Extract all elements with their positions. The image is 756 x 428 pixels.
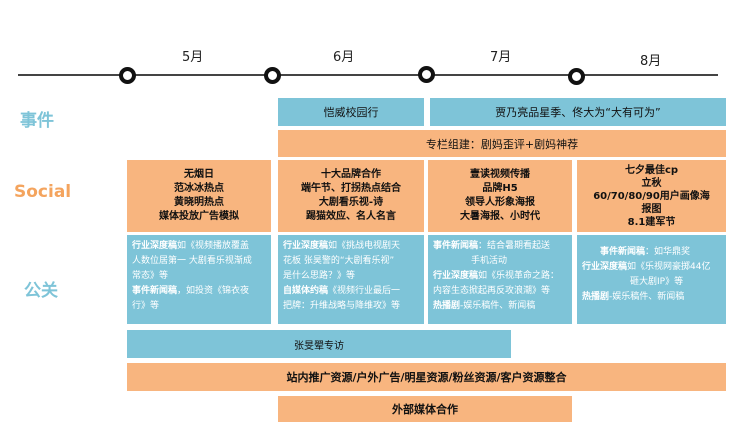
month-label-june: 6月 xyxy=(333,50,355,65)
month-label-august: 8月 xyxy=(640,54,662,69)
event-bar-column: 专栏组建：剧妈歪评+剧妈神荐 xyxy=(278,130,726,157)
pr-box-august: 事件新闻稿：如华鼎奖 行业深度稿如《乐视网豪掷44亿 砸大剧IP》等 热播剧-娱… xyxy=(577,235,726,324)
pr-box-june: 行业深度稿如《挑战电视剧天 花板 张昊警的“大剧看乐视” 是什么思路？》等 自媒… xyxy=(278,235,424,324)
bar-label: 张旻翚专访 xyxy=(294,340,344,352)
social-line: 大剧看乐视-诗 xyxy=(318,197,384,208)
timeline-marker xyxy=(418,66,435,83)
timeline-marker xyxy=(568,68,585,85)
pr-box-may: 行业深度稿如《视频播放覆盖 人数位居第一 大剧看乐视渐成 常态》等 事件新闻稿，… xyxy=(127,235,271,324)
pr-line: 热播剧-娱乐稿件、新闻稿 xyxy=(582,292,685,302)
social-box-may: 无烟日 范冰冰热点 黄晓明热点 媒体投放广告模拟 xyxy=(127,160,271,232)
social-line: 踢猫效应、名人名言 xyxy=(306,211,396,222)
social-line: 壹读视频传播 xyxy=(470,169,530,180)
timeline-axis xyxy=(18,74,718,76)
pr-line: 行业深度稿如《挑战电视剧天 xyxy=(283,241,401,251)
pr-line: 花板 张昊警的“大剧看乐视” xyxy=(283,256,395,266)
pr-line: 内容生态掀起再反攻浪潮》等 xyxy=(433,286,551,296)
social-line: 报图 xyxy=(641,203,662,215)
pr-line: 热播剧-娱乐稿件、新闻稿 xyxy=(433,301,536,311)
pr-line: 人数位居第一 大剧看乐视渐成 xyxy=(132,256,252,266)
event-bar-label: 专栏组建：剧妈歪评+剧妈神荐 xyxy=(425,137,579,151)
social-box-june: 十大品牌合作 端午节、打拐热点结合 大剧看乐视-诗 踢猫效应、名人名言 xyxy=(278,160,424,232)
social-line: 端午节、打拐热点结合 xyxy=(301,183,401,194)
bar-external-media: 外部媒体合作 xyxy=(278,396,572,422)
social-line: 品牌H5 xyxy=(482,183,518,194)
event-bar-celebrity: 贾乃亮品星季、佟大为“大有可为” xyxy=(430,98,726,126)
social-line: 领导人形象海报 xyxy=(465,197,535,208)
social-line: 大暑海报、小时代 xyxy=(460,211,540,222)
pr-line: 是什么思路？》等 xyxy=(283,271,356,281)
social-box-august: 七夕最佳cp 立秋 60/70/80/90用户画像海 报图 8.1建军节 xyxy=(577,160,726,232)
social-line: 无烟日 xyxy=(184,169,214,180)
event-bar-label: 贾乃亮品星季、佟大为“大有可为” xyxy=(495,106,661,119)
timeline-marker xyxy=(119,67,136,84)
row-label-pr: 公关 xyxy=(24,281,58,301)
pr-line: 行业深度稿如《乐视革命之路： xyxy=(433,271,560,281)
row-label-events: 事件 xyxy=(20,111,54,131)
social-line: 8.1建军节 xyxy=(627,216,676,228)
bar-interview: 张旻翚专访 xyxy=(127,330,511,358)
pr-line: 常态》等 xyxy=(132,271,169,281)
month-label-may: 5月 xyxy=(182,50,204,65)
social-line: 媒体投放广告模拟 xyxy=(159,211,239,222)
event-bar-label: 恺威校园行 xyxy=(323,106,379,119)
pr-line: 自媒体约稿《视频行业最后一 xyxy=(283,286,401,296)
pr-line: 行业深度稿如《乐视网豪掷44亿 xyxy=(582,262,711,272)
pr-line: 事件新闻稿，如投资《锦衣夜 xyxy=(132,286,250,296)
timeline-marker xyxy=(264,67,281,84)
month-label-july: 7月 xyxy=(490,50,512,65)
pr-line: 事件新闻稿：结合暑期看起送 xyxy=(433,241,551,251)
pr-line: 行业深度稿如《视频播放覆盖 xyxy=(132,241,250,251)
event-bar-campus-tour: 恺威校园行 xyxy=(278,98,424,126)
pr-line: 砸大剧IP》等 xyxy=(630,277,684,287)
social-line: 60/70/80/90用户画像海 xyxy=(593,190,710,202)
social-line: 范冰冰热点 xyxy=(174,183,224,194)
pr-line: 把牌：升维战略与降维攻》等 xyxy=(283,301,401,311)
social-line: 七夕最佳cp xyxy=(624,164,679,176)
social-line: 十大品牌合作 xyxy=(321,169,381,180)
social-box-july: 壹读视频传播 品牌H5 领导人形象海报 大暑海报、小时代 xyxy=(428,160,572,232)
pr-line: 手机活动 xyxy=(471,256,508,266)
bar-resource-integration: 站内推广资源/户外广告/明星资源/粉丝资源/客户资源整合 xyxy=(127,363,726,391)
social-line: 立秋 xyxy=(641,177,662,189)
bar-label: 外部媒体合作 xyxy=(392,403,458,416)
pr-line: 行》等 xyxy=(132,301,160,311)
pr-line: 事件新闻稿：如华鼎奖 xyxy=(600,247,691,257)
row-label-social: Social xyxy=(14,182,72,202)
social-line: 黄晓明热点 xyxy=(174,197,224,208)
bar-label: 站内推广资源/户外广告/明星资源/粉丝资源/客户资源整合 xyxy=(286,371,567,384)
pr-box-july: 事件新闻稿：结合暑期看起送 手机活动 行业深度稿如《乐视革命之路： 内容生态掀起… xyxy=(428,235,572,324)
